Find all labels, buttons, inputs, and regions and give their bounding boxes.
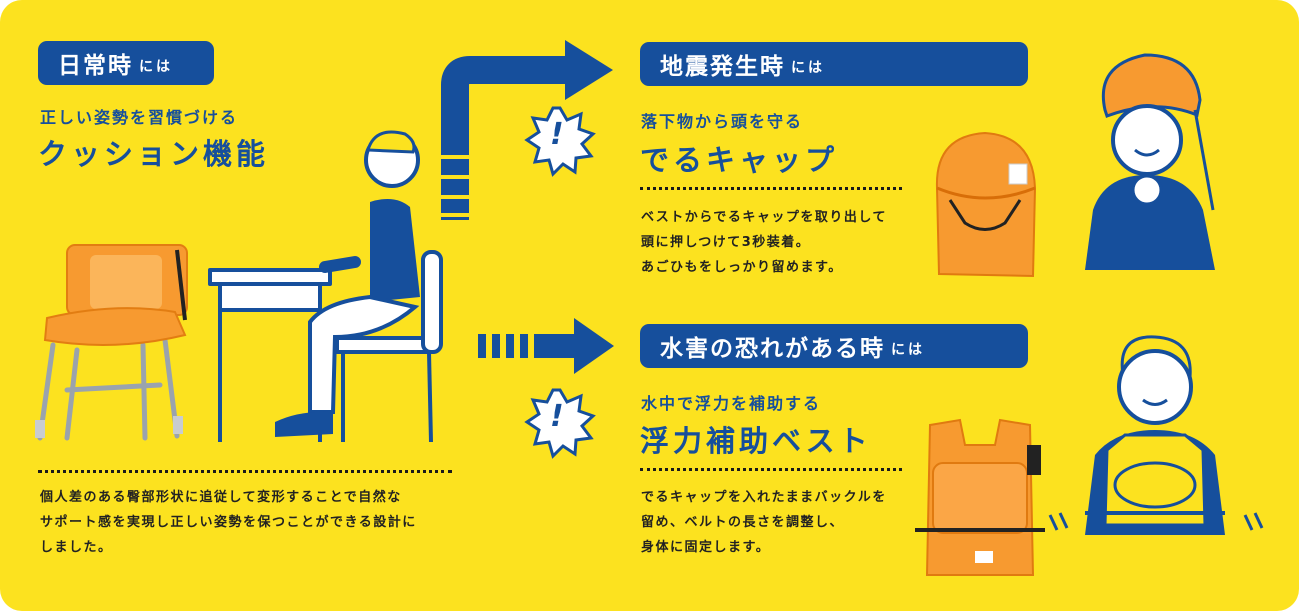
flood-heading: 水害の恐れがある時 には: [640, 324, 1028, 368]
daily-subtitle: 正しい姿勢を習慣づける: [40, 108, 239, 127]
daily-title: クッション機能: [38, 137, 270, 171]
daily-divider: [38, 470, 452, 473]
vest-illustration: [915, 418, 1045, 576]
arrow-right-icon: [478, 318, 614, 374]
earthquake-heading: 地震発生時 には: [640, 42, 1028, 86]
helmet-child-illustration: [1085, 53, 1215, 270]
alert-mark: !: [550, 117, 564, 152]
earthquake-heading-suffix: には: [791, 60, 825, 76]
alert-burst-icon: [524, 106, 596, 177]
flood-description: でるキャップを入れたままバックルを 留め、ベルトの長さを調整し、 身体に固定しま…: [641, 490, 887, 555]
flood-title: 浮力補助ベスト: [640, 424, 872, 458]
earthquake-divider: [640, 187, 902, 190]
earthquake-title: でるキャップ: [640, 143, 839, 177]
alert-burst-icon: [524, 388, 596, 459]
student-desk-illustration: [208, 130, 443, 443]
earthquake-subtitle: 落下物から頭を守る: [641, 112, 804, 131]
flood-heading-main: 水害の恐れがある時: [660, 336, 885, 362]
flood-divider: [640, 468, 902, 471]
daily-heading-suffix: には: [139, 59, 173, 75]
daily-heading-main: 日常時: [58, 53, 133, 79]
arrow-up-right-icon: [441, 40, 613, 220]
daily-heading: 日常時 には: [38, 41, 214, 85]
earthquake-heading-main: 地震発生時: [660, 54, 785, 80]
daily-description: 個人差のある臀部形状に追従して変形することで自然な サポート感を実現し正しい姿勢…: [40, 490, 417, 555]
flood-subtitle: 水中で浮力を補助する: [641, 394, 822, 413]
cushion-chair-illustration: [35, 244, 188, 441]
earthquake-description: ベストからでるキャップを取り出して 頭に押しつけて3秒装着。 あごひもをしっかり…: [641, 210, 887, 275]
alert-mark: !: [550, 399, 564, 434]
vest-child-illustration: [1048, 335, 1264, 535]
cap-illustration: [935, 131, 1037, 278]
flood-heading-suffix: には: [891, 342, 925, 358]
